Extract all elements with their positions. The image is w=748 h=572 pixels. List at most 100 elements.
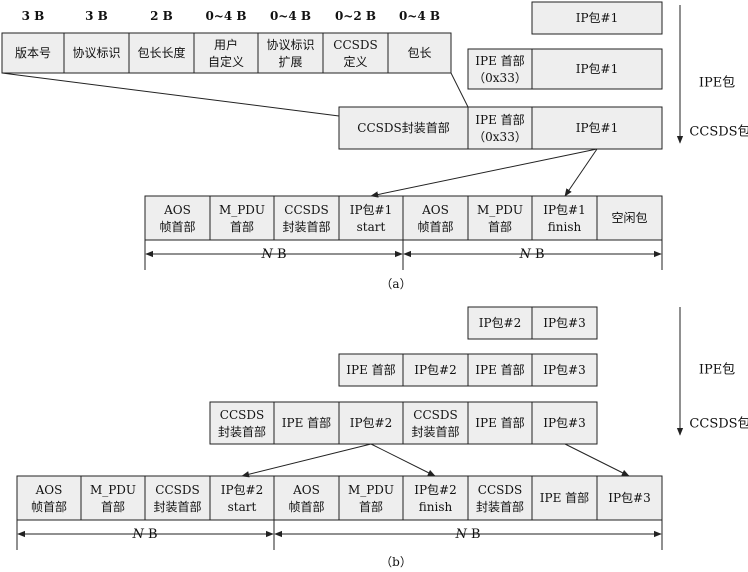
- header-field-cell-6-label-line1: CCSDS: [333, 38, 377, 52]
- b-frame-cell-5-label-line2: 帧首部: [288, 499, 324, 514]
- header-field-cell-3-label: 包长长度: [137, 45, 185, 60]
- b-row3-cell-1-label-line1: CCSDS: [220, 408, 264, 422]
- b-row2-cell-2-label: IP包#2: [414, 363, 457, 377]
- a-row3-cell-2-box: [467, 106, 533, 150]
- header-field-cell-4-label-line2: 自定义: [208, 54, 244, 69]
- b-frame-cell-7-box: [402, 475, 469, 521]
- caption-b: （b）: [380, 555, 412, 569]
- b-row3-cell-4-label-line2: 封装首部: [411, 424, 459, 439]
- a-row1-cell-1-label: IP包#1: [576, 11, 619, 25]
- b-row3-cell-5-box: [467, 401, 533, 445]
- b-row2-cell-3-label: IPE 首部: [475, 362, 524, 377]
- header-field-cell-1-label: 版本号: [15, 46, 51, 60]
- a-n-label-2: N B: [518, 247, 544, 262]
- header-field-cell-3-box: [128, 32, 195, 74]
- a-side-label-ipe: IPE包: [699, 76, 735, 91]
- b-frame-cell-2-box: [80, 475, 146, 521]
- b-row3-cell-6-box: [531, 401, 598, 445]
- a-funnel-right: [450, 72, 469, 108]
- b-row2-cell-4-label: IP包#3: [543, 363, 586, 377]
- a-frame-cell-7-label-line2: finish: [548, 220, 582, 234]
- header-field-cell-6-label-line2: 定义: [343, 54, 367, 69]
- header-field-cell-5-box: [257, 32, 324, 74]
- field-size-1: 3 B: [22, 9, 45, 23]
- field-size-2: 3 B: [85, 9, 108, 23]
- b-row3-cell-1-label-line2: 封装首部: [218, 424, 266, 439]
- header-field-cell-4-label-line1: 用户: [214, 37, 238, 52]
- b-frame-cell-9-box: [531, 475, 598, 521]
- b-side-label-ipe: IPE包: [699, 363, 735, 378]
- b-frame-cell-9-label: IPE 首部: [540, 490, 589, 505]
- b-row2-cell-1-label: IPE 首部: [346, 362, 395, 377]
- field-size-7: 0~4 B: [399, 9, 440, 23]
- b-frame-cell-8-box: [467, 475, 533, 521]
- b-row3-cell-2-box: [273, 401, 340, 445]
- b-row3-cell-6-label: IP包#3: [543, 416, 586, 430]
- field-size-6: 0~2 B: [335, 9, 376, 23]
- header-field-cell-7-box: [387, 32, 452, 74]
- b-row3-cell-1-box: [209, 401, 275, 445]
- b-frame-cell-7-label-line1: IP包#2: [414, 483, 457, 497]
- b-row2-cell-3-box: [467, 353, 533, 387]
- a-arrow-finish: [564, 148, 598, 197]
- header-field-cell-2-box: [63, 32, 130, 74]
- b-frame-cell-10-label: IP包#3: [608, 491, 651, 505]
- b-frame-cell-6-label-line1: M_PDU: [348, 483, 394, 497]
- header-field-cell-2-label: 协议标识: [72, 45, 120, 60]
- b-row2-cell-4-box: [531, 353, 598, 387]
- a-row2-cell-1-label-line2: （0x33）: [473, 71, 527, 85]
- b-frame-cell-8-label-line1: CCSDS: [478, 483, 522, 497]
- a-frame-cell-2-label-line1: M_PDU: [219, 203, 265, 217]
- a-row3-cell-3-label: IP包#1: [576, 121, 619, 135]
- caption-a: （a）: [380, 277, 411, 291]
- b-frame-cell-4-box: [209, 475, 275, 521]
- a-frame-cell-5-label-line1: AOS: [421, 203, 449, 217]
- a-row1-cell-1-box: [531, 1, 663, 35]
- a-row2-cell-1-box: [467, 48, 533, 90]
- a-row2-cell-2-box: [531, 48, 663, 90]
- a-funnel-left: [1, 72, 340, 117]
- b-frame-cell-3-box: [144, 475, 211, 521]
- b-row3-cell-4-label-line1: CCSDS: [413, 408, 457, 422]
- a-row3-cell-2-label-line1: IPE 首部: [475, 112, 524, 127]
- b-frame-cell-8-label-line2: 封装首部: [476, 499, 524, 514]
- b-frame-cell-6-label-line2: 首部: [359, 499, 383, 514]
- a-arrow-start: [370, 148, 598, 198]
- a-row3-cell-1-label: CCSDS封装首部: [357, 120, 449, 135]
- b-frame-cell-4-label-line1: IP包#2: [221, 483, 264, 497]
- b-row1-cell-2-label: IP包#3: [543, 316, 586, 330]
- b-frame-cell-1-label-line2: 帧首部: [31, 499, 67, 514]
- a-frame-cell-8-label: 空闲包: [611, 211, 647, 225]
- b-n-label-2: N B: [454, 527, 480, 542]
- header-field-cell-5-label-line1: 协议标识: [266, 37, 314, 52]
- b-side-label-ccsds: CCSDS包: [689, 417, 748, 432]
- a-frame-cell-4-label-line2: start: [357, 220, 386, 234]
- b-frame-cell-1-label-line1: AOS: [35, 483, 63, 497]
- a-frame-cell-1-label-line2: 帧首部: [159, 219, 195, 234]
- a-frame-cell-4-label-line1: IP包#1: [350, 203, 393, 217]
- b-row1-cell-2-box: [531, 306, 598, 340]
- field-size-4: 0~4 B: [205, 9, 246, 23]
- b-frame-cell-2-label-line2: 首部: [101, 499, 125, 514]
- a-frame-cell-3-box: [273, 195, 340, 241]
- a-frame-cell-5-label-line2: 帧首部: [417, 219, 453, 234]
- b-frame-cell-5-label-line1: AOS: [292, 483, 320, 497]
- a-n-label-1: N B: [260, 247, 286, 262]
- a-frame-cell-4-box: [338, 195, 404, 241]
- b-row3-cell-5-label: IPE 首部: [475, 415, 524, 430]
- b-row3-cell-3-label: IP包#2: [350, 416, 393, 430]
- a-frame-cell-2-label-line2: 首部: [230, 219, 254, 234]
- b-frame-cell-7-label-line2: finish: [419, 500, 453, 514]
- b-arrow-finish: [370, 443, 436, 477]
- b-arrow-start: [241, 443, 372, 478]
- b-frame-cell-4-label-line2: start: [228, 500, 257, 514]
- a-frame-cell-3-label-line2: 封装首部: [282, 219, 330, 234]
- b-arrow-ip3: [564, 443, 630, 477]
- b-row3-cell-3-box: [338, 401, 404, 445]
- b-frame-cell-2-label-line1: M_PDU: [90, 483, 136, 497]
- field-size-5: 0~4 B: [270, 9, 311, 23]
- header-field-cell-7-label: 包长: [407, 46, 431, 60]
- header-field-cell-1-box: [1, 32, 65, 74]
- field-size-3: 2 B: [150, 9, 173, 23]
